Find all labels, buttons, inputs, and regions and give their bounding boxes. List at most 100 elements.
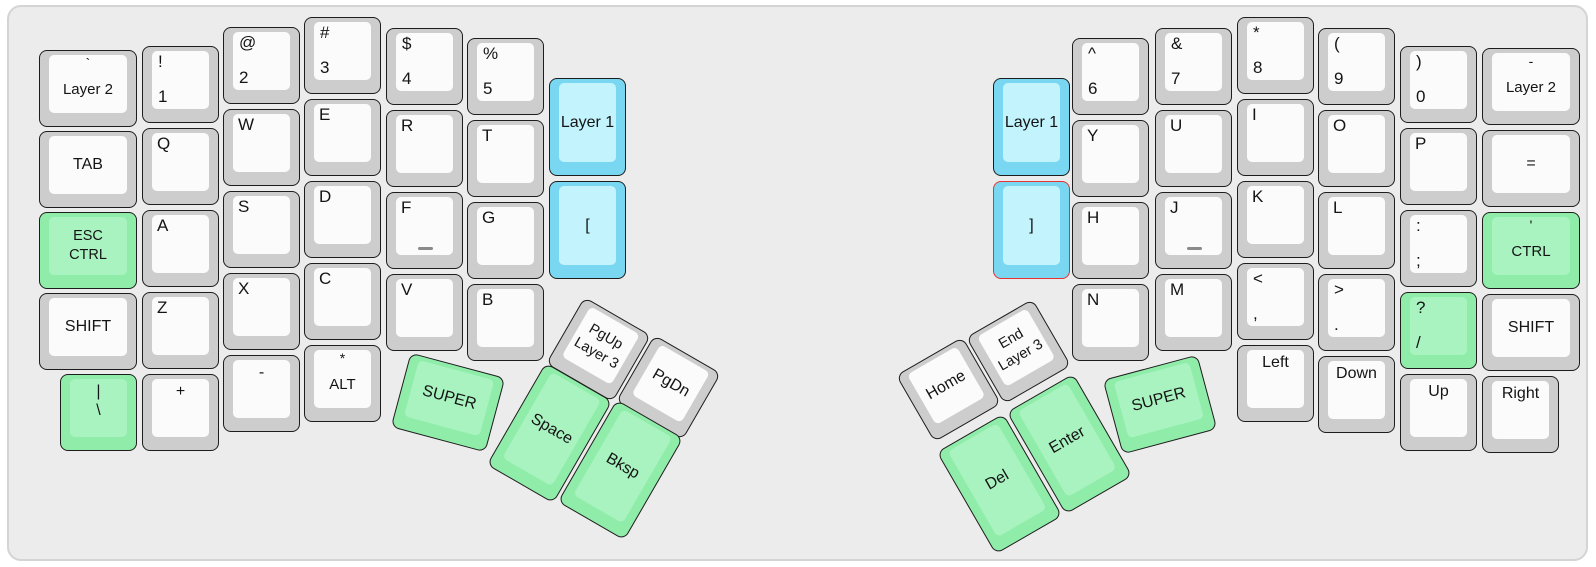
- key-arrow-right[interactable]: Right: [1482, 376, 1559, 453]
- key-percent-5[interactable]: %5: [467, 38, 544, 115]
- keycap-face: N: [1082, 289, 1139, 347]
- key-pipe-backslash[interactable]: |\: [60, 374, 137, 451]
- key-legend: V: [401, 280, 413, 299]
- key-super-right[interactable]: SUPER: [1102, 354, 1218, 454]
- keycap-face: Down: [1328, 361, 1385, 419]
- key-g[interactable]: G: [467, 202, 544, 279]
- key-legend: A: [157, 216, 169, 235]
- key-at-2[interactable]: @2: [223, 27, 300, 104]
- key-gt-period[interactable]: >.: [1318, 274, 1395, 351]
- key-rbracket[interactable]: ]: [993, 181, 1070, 279]
- key-minus-left[interactable]: -: [223, 355, 300, 432]
- key-shift-legend: *: [339, 350, 346, 366]
- key-q[interactable]: Q: [142, 128, 219, 205]
- key-e[interactable]: E: [304, 99, 381, 176]
- key-dollar-4[interactable]: $4: [386, 28, 463, 105]
- key-legend: 4: [402, 69, 412, 88]
- key-quote-ctrl[interactable]: 'CTRL: [1482, 212, 1580, 289]
- key-legend: PgDn: [648, 365, 692, 401]
- key-v[interactable]: V: [386, 274, 463, 351]
- key-arrow-down[interactable]: Down: [1318, 356, 1395, 433]
- key-exclam-1[interactable]: !1: [142, 46, 219, 123]
- key-lparen-9[interactable]: (9: [1318, 28, 1395, 105]
- key-colon-semicolon[interactable]: :;: [1400, 210, 1477, 287]
- key-legend: .: [1334, 315, 1339, 334]
- keycap-face: (9: [1328, 33, 1385, 91]
- key-legend: B: [482, 290, 494, 309]
- key-legend: *: [1253, 23, 1260, 42]
- key-i[interactable]: I: [1237, 99, 1314, 176]
- key-d[interactable]: D: [304, 181, 381, 258]
- key-legend: $: [402, 34, 412, 53]
- key-tab[interactable]: TAB: [39, 131, 137, 208]
- key-s[interactable]: S: [223, 191, 300, 268]
- key-b[interactable]: B: [467, 284, 544, 361]
- key-legend: ALT: [329, 375, 356, 393]
- key-t[interactable]: T: [467, 120, 544, 197]
- keycap-face: V: [396, 279, 453, 337]
- key-equals[interactable]: =: [1482, 130, 1580, 207]
- key-legend: (: [1334, 34, 1340, 53]
- key-legend: \: [96, 402, 101, 420]
- key-x[interactable]: X: [223, 273, 300, 350]
- key-main-legend: Layer 2: [1506, 69, 1556, 111]
- key-shift-left[interactable]: SHIFT: [39, 293, 137, 370]
- key-asterisk-alt[interactable]: * ALT: [304, 345, 381, 422]
- key-grave-layer2[interactable]: `Layer 2: [39, 50, 137, 127]
- key-legend: L: [1333, 198, 1343, 217]
- key-f[interactable]: F: [386, 192, 463, 269]
- key-legend: Layer 2: [62, 80, 114, 98]
- keycap-face: C: [314, 268, 371, 326]
- key-legend: 5: [483, 79, 493, 98]
- key-rparen-0[interactable]: )0: [1400, 46, 1477, 123]
- key-legend: G: [482, 208, 496, 227]
- key-w[interactable]: W: [223, 109, 300, 186]
- key-j[interactable]: J: [1155, 192, 1232, 269]
- key-amp-7[interactable]: &7: [1155, 28, 1232, 105]
- key-legend: U: [1170, 116, 1183, 135]
- keycap-face: Home: [906, 345, 985, 425]
- key-c[interactable]: C: [304, 263, 381, 340]
- key-question-slash[interactable]: ?/: [1400, 292, 1477, 369]
- key-legend: 9: [1334, 69, 1344, 88]
- key-k[interactable]: K: [1237, 181, 1314, 258]
- key-legend: R: [401, 116, 414, 135]
- key-plus[interactable]: +: [142, 374, 219, 451]
- key-legend: SHIFT: [1507, 319, 1555, 337]
- keycap-face: ?/: [1410, 297, 1467, 355]
- key-u[interactable]: U: [1155, 110, 1232, 187]
- key-m[interactable]: M: [1155, 274, 1232, 351]
- key-layer1-right[interactable]: Layer 1: [993, 78, 1070, 176]
- key-dash-layer2[interactable]: -Layer 2: [1482, 48, 1580, 125]
- key-h[interactable]: H: [1072, 202, 1149, 279]
- key-legend: P: [1415, 134, 1427, 153]
- key-hash-3[interactable]: #3: [304, 17, 381, 94]
- key-asterisk-8[interactable]: *8: [1237, 17, 1314, 94]
- key-z[interactable]: Z: [142, 292, 219, 369]
- key-shift-right[interactable]: SHIFT: [1482, 294, 1580, 371]
- key-a[interactable]: A: [142, 210, 219, 287]
- key-legend: 8: [1253, 58, 1263, 77]
- key-super-left[interactable]: SUPER: [390, 352, 506, 452]
- key-lt-comma[interactable]: <,: [1237, 263, 1314, 340]
- key-o[interactable]: O: [1318, 110, 1395, 187]
- key-lbracket[interactable]: [: [549, 181, 626, 279]
- key-legend: |: [96, 383, 101, 400]
- key-l[interactable]: L: [1318, 192, 1395, 269]
- key-caret-6[interactable]: ^6: [1072, 38, 1149, 115]
- key-arrow-up[interactable]: Up: [1400, 374, 1477, 451]
- key-y[interactable]: Y: [1072, 120, 1149, 197]
- key-legend: :: [1416, 216, 1421, 235]
- keycap-face: #3: [314, 22, 371, 80]
- key-legend: F: [401, 198, 412, 217]
- key-r[interactable]: R: [386, 110, 463, 187]
- key-p[interactable]: P: [1400, 128, 1477, 205]
- key-legend: ;: [1416, 251, 1421, 270]
- key-layer1-left[interactable]: Layer 1: [549, 78, 626, 176]
- key-n[interactable]: N: [1072, 284, 1149, 361]
- key-arrow-left[interactable]: Left: [1237, 345, 1314, 422]
